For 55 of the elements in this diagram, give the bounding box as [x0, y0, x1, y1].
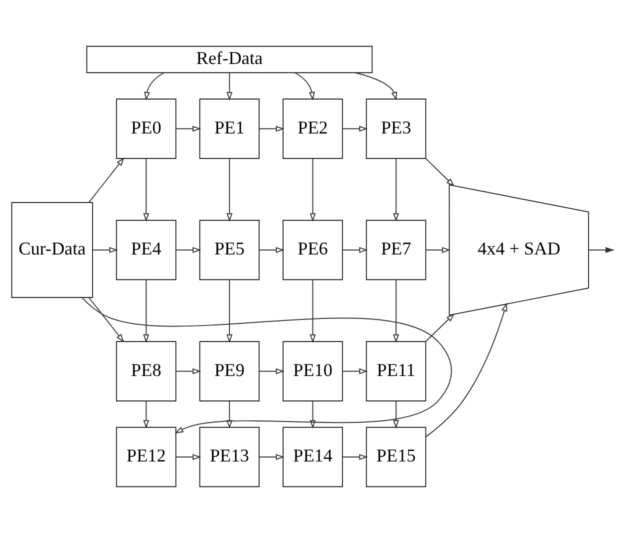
- arrow: [143, 400, 150, 429]
- arrow: [426, 313, 455, 342]
- arrow: [310, 279, 316, 344]
- arrow: [342, 126, 368, 132]
- arrow: [393, 279, 400, 344]
- arrow: [144, 72, 164, 101]
- arrow: [226, 400, 232, 429]
- arrow: [176, 454, 202, 460]
- node-box: PE4: [116, 220, 176, 280]
- node-box: PE3: [366, 98, 426, 159]
- arrow: [258, 368, 284, 374]
- arrow: [226, 72, 232, 101]
- node-box: PE0: [116, 98, 176, 159]
- node-box: PE2: [282, 98, 343, 159]
- arrow: [226, 158, 232, 222]
- node-box: PE1: [199, 98, 260, 159]
- arrow: [342, 368, 368, 374]
- node-box: Ref-Data: [86, 46, 373, 74]
- node-box: PE11: [366, 341, 426, 402]
- arrow: [143, 158, 150, 222]
- arrow: [92, 247, 118, 254]
- arrow: [258, 247, 284, 254]
- node-box: PE8: [116, 341, 176, 402]
- node-box: PE6: [282, 220, 343, 280]
- arrow: [143, 279, 150, 344]
- arrow: [88, 157, 124, 204]
- arrow: [342, 454, 368, 460]
- arrow: [294, 72, 315, 101]
- arrow: [258, 454, 284, 460]
- node-box: PE10: [282, 341, 343, 402]
- arrow: [393, 400, 400, 429]
- arrow: [258, 126, 284, 132]
- node-box: 4x4 + SAD: [448, 184, 590, 316]
- node-box: PE15: [366, 426, 426, 488]
- arrow: [226, 279, 232, 344]
- arrow: [393, 158, 400, 222]
- node-box: PE5: [199, 220, 260, 280]
- arrow: [354, 72, 398, 101]
- arrow: [425, 158, 455, 187]
- arrow: [176, 247, 202, 254]
- arrow: [176, 368, 202, 374]
- arrow: [310, 400, 316, 429]
- arrow: [425, 247, 451, 254]
- arrow: [176, 126, 202, 132]
- arrow: [342, 247, 368, 254]
- arrow: [81, 297, 452, 434]
- node-box: PE13: [199, 426, 260, 488]
- arrow: [310, 158, 316, 222]
- node-box: PE12: [116, 426, 176, 488]
- node-box: PE14: [282, 426, 343, 488]
- arrow: [88, 297, 124, 342]
- arrow: [426, 302, 508, 438]
- node-box: Cur-Data: [11, 202, 93, 298]
- node-box: PE7: [366, 220, 426, 280]
- node-box: PE9: [199, 341, 260, 402]
